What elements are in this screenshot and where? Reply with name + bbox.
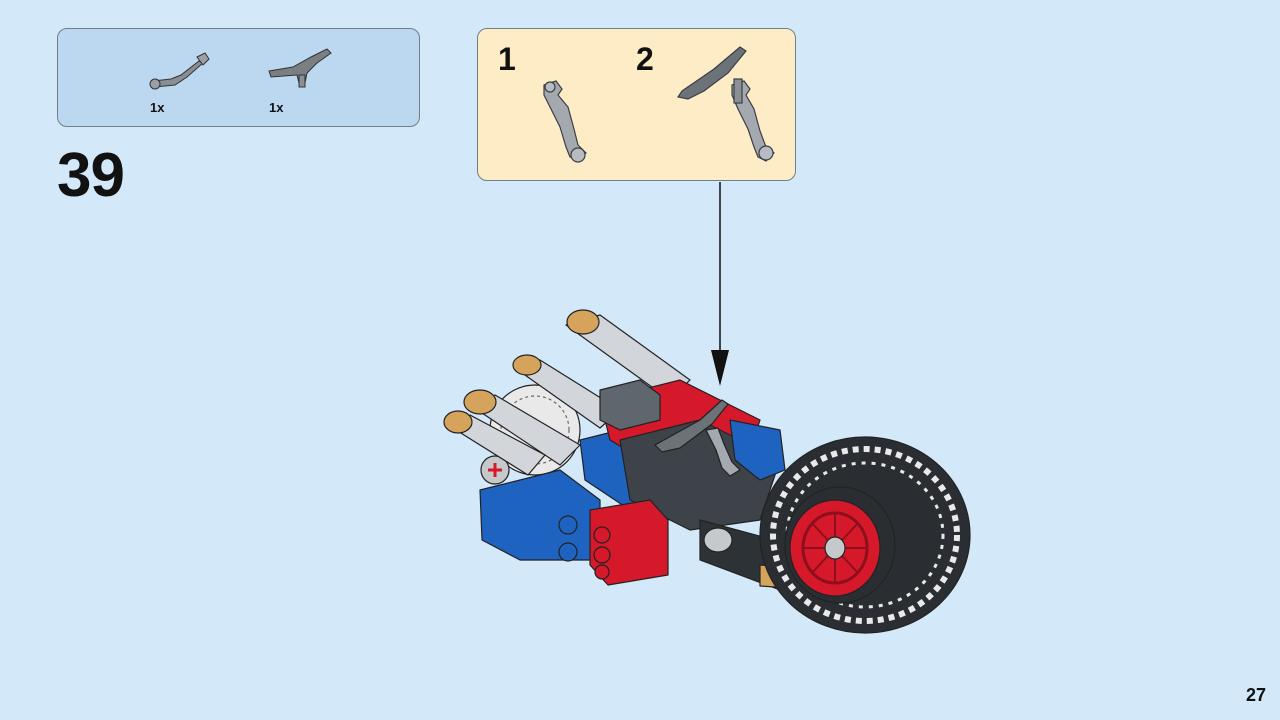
substep-2-assembly-icon [677,46,775,162]
substep-1-lever-icon [543,80,587,163]
part-quantity: 1x [150,100,165,115]
handlebar-part-icon [268,48,332,88]
substep-number: 2 [636,41,654,77]
subassembly-box: 1 2 [477,28,796,181]
page-number: 27 [1245,685,1266,705]
step-number: 39 [57,141,125,210]
substep-number: 1 [498,41,516,77]
part-quantity: 1x [269,100,284,115]
motorcycle-model [443,309,971,634]
part-item: 1x [143,39,223,119]
lever-part-icon [149,52,210,90]
placement-arrow [711,182,729,386]
parts-list-box: 1x 1x [57,28,420,127]
part-item: 1x [263,39,343,119]
